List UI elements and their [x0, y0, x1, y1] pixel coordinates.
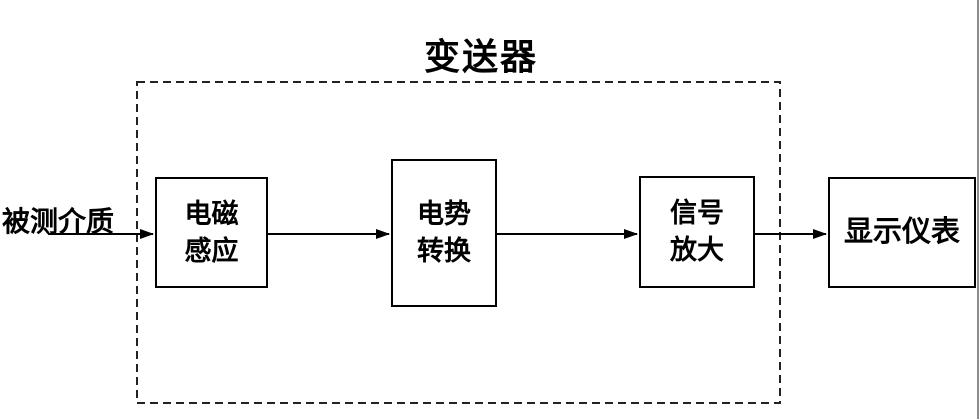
block-label-line: 感应	[184, 235, 239, 266]
block-label-line: 显示仪表	[843, 216, 960, 248]
block-electromagnetic-induction: 电磁 感应	[155, 177, 268, 288]
block-label-line: 电势	[417, 199, 471, 229]
measured-medium-label: 被测介质	[2, 206, 115, 237]
block-label-line: 电磁	[184, 198, 239, 229]
block-label-line: 信号	[670, 198, 724, 228]
block-display-instrument: 显示仪表	[828, 177, 976, 288]
diagram-title: 变送器	[423, 36, 539, 77]
block-label-line: 转换	[417, 236, 471, 266]
block-label-line: 放大	[670, 235, 724, 265]
block-signal-amplification: 信号 放大	[639, 176, 755, 288]
block-potential-conversion: 电势 转换	[391, 159, 497, 307]
page-edge-line	[977, 0, 979, 419]
